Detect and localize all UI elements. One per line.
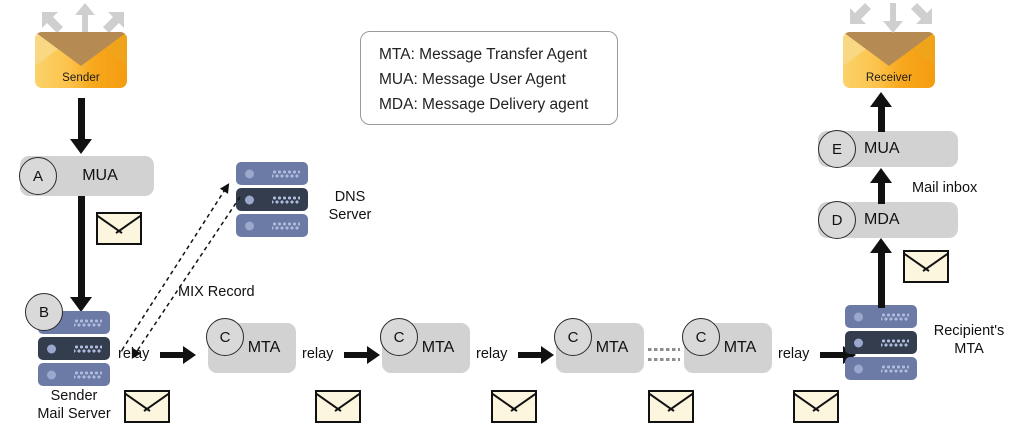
sender-decor-arrows — [30, 2, 135, 39]
arrow-mda-to-mua — [864, 168, 898, 204]
server-status-dot — [47, 370, 56, 379]
node-dns-server-label: DNS Server — [328, 189, 372, 224]
node-mail-server-sender[interactable] — [38, 311, 110, 387]
arrow-recipient-mta-to-mda — [864, 238, 898, 308]
node-mta-1-label: MTA — [247, 339, 281, 356]
sender-envelope: Sender — [35, 32, 127, 88]
node-mta-2-label: MTA — [421, 339, 455, 356]
edge-mx-record-arrows — [121, 183, 241, 359]
badge-a: A — [19, 157, 57, 195]
server-status-dot — [245, 169, 254, 178]
edge-mail-inbox-label: Mail inbox — [912, 180, 978, 196]
server-led-row — [881, 364, 909, 373]
server-status-dot — [245, 195, 254, 204]
server-led-row — [272, 195, 300, 204]
server-led-row — [272, 169, 300, 178]
sender-label: Sender — [62, 72, 100, 84]
node-mta-recipient-label: Recipient's MTA — [933, 323, 1005, 358]
arrow-relay-2 — [344, 345, 380, 365]
server-status-dot — [854, 312, 863, 321]
node-mta-4-label: MTA — [723, 339, 757, 356]
server-status-dot — [245, 221, 254, 230]
envelope-icon-mua-out — [96, 212, 142, 245]
server-band-middle — [38, 337, 110, 360]
badge-b: B — [25, 293, 63, 331]
badge-e: E — [818, 130, 856, 168]
envelope-icon-relay-0 — [124, 390, 170, 423]
server-led-row — [74, 370, 102, 379]
envelope-flap-top — [35, 32, 127, 66]
edge-relay-4-label: relay — [778, 346, 810, 362]
node-dns-server[interactable] — [236, 162, 308, 238]
node-mda-receiver-label: MDA — [864, 211, 900, 228]
edge-relay-2-label: relay — [302, 346, 334, 362]
server-band-top — [845, 305, 917, 328]
envelope-icon-relay-2 — [491, 390, 537, 423]
server-led-row — [881, 312, 909, 321]
server-band-middle — [236, 188, 308, 211]
arrow-relay-1 — [160, 345, 196, 365]
badge-c-3: C — [554, 318, 592, 356]
arrow-mua-to-receiver — [864, 92, 898, 132]
arrow-mua-to-mailserver — [64, 196, 98, 312]
node-mail-server-sender-label: Sender Mail Server — [37, 388, 111, 423]
server-led-row — [74, 344, 102, 353]
legend-line-mda: MDA: Message Delivery agent — [379, 96, 589, 114]
badge-d: D — [818, 201, 856, 239]
server-led-row — [272, 221, 300, 230]
receiver-label: Receiver — [865, 72, 913, 84]
server-band-bottom — [38, 363, 110, 386]
server-band-bottom — [236, 214, 308, 237]
envelope-icon-relay-3 — [648, 390, 694, 423]
edge-mx-record-label: MIX Record — [178, 284, 255, 300]
envelope-icon-recipient-in — [903, 250, 949, 283]
envelope-icon-relay-4 — [793, 390, 839, 423]
server-band-middle — [845, 331, 917, 354]
edge-mta-ellipsis-upper — [648, 348, 680, 351]
server-band-bottom — [845, 357, 917, 380]
arrow-sender-to-mua — [64, 98, 98, 154]
legend-line-mta: MTA: Message Transfer Agent — [379, 46, 588, 63]
node-mua-receiver-label: MUA — [864, 140, 900, 157]
edge-relay-1-label: relay — [118, 346, 150, 362]
legend-line-mua: MUA: Message User Agent — [379, 71, 566, 89]
server-status-dot — [854, 338, 863, 347]
arrow-relay-3 — [518, 345, 554, 365]
envelope-icon-relay-1 — [315, 390, 361, 423]
badge-c-4: C — [682, 318, 720, 356]
server-led-row — [74, 318, 102, 327]
edge-mta-ellipsis-lower — [648, 358, 680, 361]
server-led-row — [881, 338, 909, 347]
badge-c-2: C — [380, 318, 418, 356]
node-mua-sender-label: MUA — [82, 167, 118, 184]
receiver-decor-arrows — [838, 2, 943, 39]
server-band-top — [236, 162, 308, 185]
legend-box: MTA: Message Transfer Agent MUA: Message… — [360, 31, 618, 125]
server-status-dot — [47, 344, 56, 353]
envelope-flap-top — [843, 32, 935, 66]
node-mta-3-label: MTA — [595, 339, 629, 356]
node-mta-recipient[interactable] — [845, 305, 917, 381]
server-status-dot — [854, 364, 863, 373]
edge-relay-3-label: relay — [476, 346, 508, 362]
badge-c-1: C — [206, 318, 244, 356]
receiver-envelope: Receiver — [843, 32, 935, 88]
